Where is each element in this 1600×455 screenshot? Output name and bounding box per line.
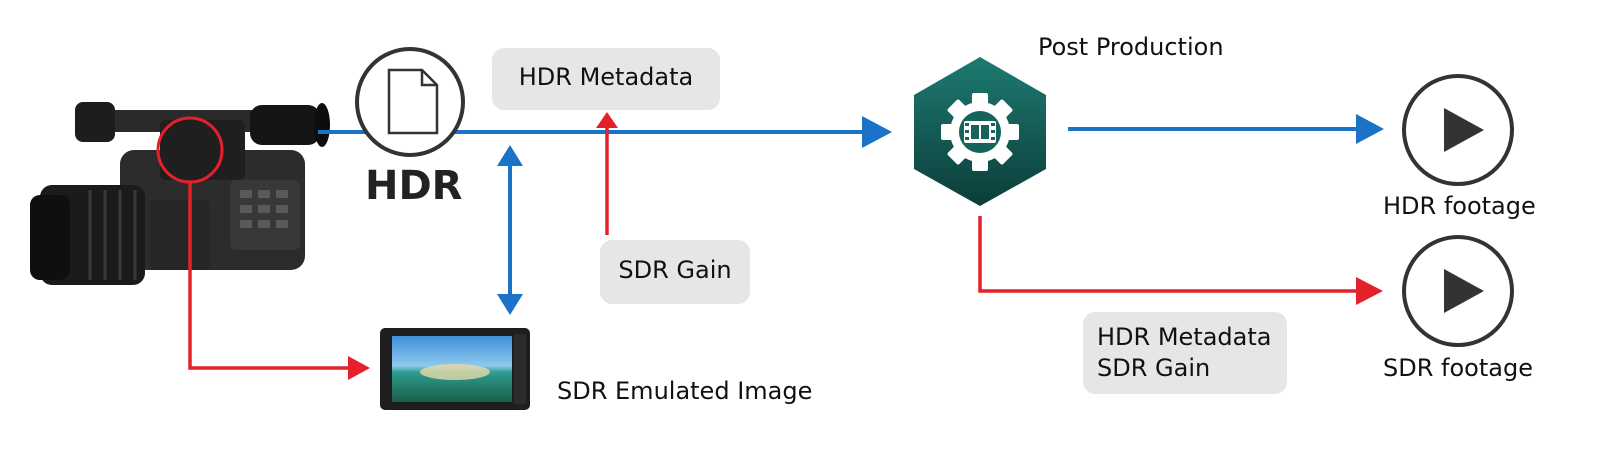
hdr-label: HDR xyxy=(365,163,463,209)
camcorder-icon xyxy=(30,102,330,285)
hdr-footage-label: HDR footage xyxy=(1383,192,1536,220)
sdr-gain-box: SDR Gain xyxy=(600,240,750,304)
combined-metadata-box: HDR Metadata SDR Gain xyxy=(1083,312,1287,394)
combo-line1: HDR Metadata xyxy=(1097,323,1272,351)
post-production-label: Post Production xyxy=(1038,33,1224,61)
camera-to-monitor-arrow xyxy=(188,182,370,380)
hdr-metadata-box: HDR Metadata xyxy=(492,48,720,110)
hdr-footage-arrow xyxy=(1068,114,1384,144)
gear-film-icon xyxy=(914,57,1046,206)
document-icon xyxy=(355,47,465,157)
sdr-gain-to-metadata-arrow xyxy=(596,112,618,235)
sdr-footage-arrow xyxy=(978,216,1383,305)
sdr-emulation-double-arrow xyxy=(497,145,523,315)
sdr-footage-play-icon xyxy=(1402,235,1514,347)
hdr-metadata-label: HDR Metadata xyxy=(518,63,694,91)
hdr-footage-play-icon xyxy=(1402,74,1514,186)
lcd-monitor-icon xyxy=(380,328,530,410)
sdr-footage-label: SDR footage xyxy=(1383,354,1533,382)
combo-line2: SDR Gain xyxy=(1097,354,1211,382)
sdr-gain-label: SDR Gain xyxy=(618,256,732,284)
sdr-emulated-image-label: SDR Emulated Image xyxy=(557,377,813,405)
